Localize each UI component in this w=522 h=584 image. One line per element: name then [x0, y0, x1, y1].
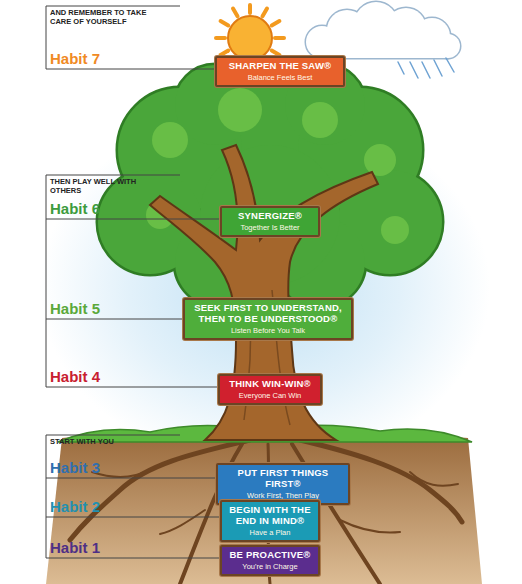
habit-sign: PUT FIRST THINGS FIRST®Work First, Then … — [216, 463, 350, 505]
sign-title: PUT FIRST THINGS FIRST® — [223, 468, 343, 490]
sign-subtitle: You're in Charge — [227, 562, 313, 571]
habit-number: Habit 6 — [50, 200, 100, 217]
sign-subtitle: Balance Feels Best — [222, 73, 338, 82]
habit-sign: BE PROACTIVE®You're in Charge — [220, 545, 320, 576]
habit-sign: SHARPEN THE SAW®Balance Feels Best — [215, 56, 345, 87]
habit-number: Habit 5 — [50, 300, 100, 317]
soil — [46, 434, 482, 584]
leader-lines — [46, 6, 219, 558]
sign-subtitle: Work First, Then Play — [223, 491, 343, 500]
sign-title: SYNERGIZE® — [227, 211, 313, 222]
sign-title: SHARPEN THE SAW® — [222, 61, 338, 72]
sign-title: SEEK FIRST TO UNDERSTAND, THEN TO BE UND… — [190, 303, 346, 325]
habit-sign: BEGIN WITH THE END IN MIND®Have a Plan — [220, 500, 320, 542]
habit-sign: SEEK FIRST TO UNDERSTAND, THEN TO BE UND… — [183, 298, 353, 340]
section-heading: THEN PLAY WELL WITH OTHERS — [50, 178, 150, 195]
sign-subtitle: Listen Before You Talk — [190, 326, 346, 335]
sign-subtitle: Everyone Can Win — [225, 391, 315, 400]
habit-sign: SYNERGIZE®Together Is Better — [220, 206, 320, 237]
habit-number: Habit 7 — [50, 50, 100, 67]
habit-number: Habit 1 — [50, 539, 100, 556]
sign-subtitle: Together Is Better — [227, 223, 313, 232]
section-heading: AND REMEMBER TO TAKE CARE OF YOURSELF — [50, 9, 150, 26]
sign-subtitle: Have a Plan — [227, 528, 313, 537]
habit-number: Habit 2 — [50, 498, 100, 515]
tree-trunk — [150, 145, 378, 440]
habit-number: Habit 3 — [50, 459, 100, 476]
sign-title: BE PROACTIVE® — [227, 550, 313, 561]
section-heading: START WITH YOU — [50, 438, 150, 447]
habit-sign: THINK WIN-WIN®Everyone Can Win — [218, 374, 322, 405]
habit-number: Habit 4 — [50, 368, 100, 385]
roots — [70, 440, 462, 584]
sign-title: BEGIN WITH THE END IN MIND® — [227, 505, 313, 527]
sign-title: THINK WIN-WIN® — [225, 379, 315, 390]
